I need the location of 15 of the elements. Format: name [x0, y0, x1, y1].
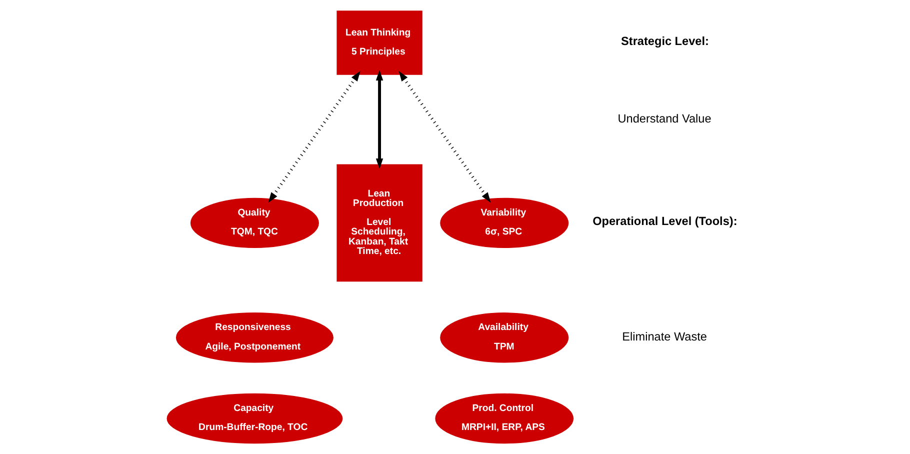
- label: Eliminate Waste: [622, 329, 706, 344]
- node-ellipse: Responsiveness Agile, Postponement: [175, 312, 333, 363]
- arrow: [375, 70, 383, 169]
- node-ellipse: Capacity Drum-Buffer-Rope, TOC: [166, 393, 342, 444]
- label: Strategic Level:: [620, 34, 708, 48]
- node-ellipse: Variability 6σ, SPC: [440, 198, 568, 248]
- node-ellipse: Availability TPM: [440, 312, 568, 363]
- node-ellipse: Prod. Control MRPI+II, ERP, APS: [434, 393, 574, 444]
- node-ellipse: Quality TQM, TQC: [190, 198, 318, 248]
- node-box: Lean Production Level Scheduling, Kanban, Takt Time, etc.: [336, 164, 422, 282]
- label: Understand Value: [617, 111, 711, 126]
- arrow: [268, 70, 360, 203]
- arrow: [398, 70, 490, 203]
- node-box: Lean Thinking 5 Principles: [336, 10, 422, 75]
- label: Operational Level (Tools):: [592, 214, 737, 228]
